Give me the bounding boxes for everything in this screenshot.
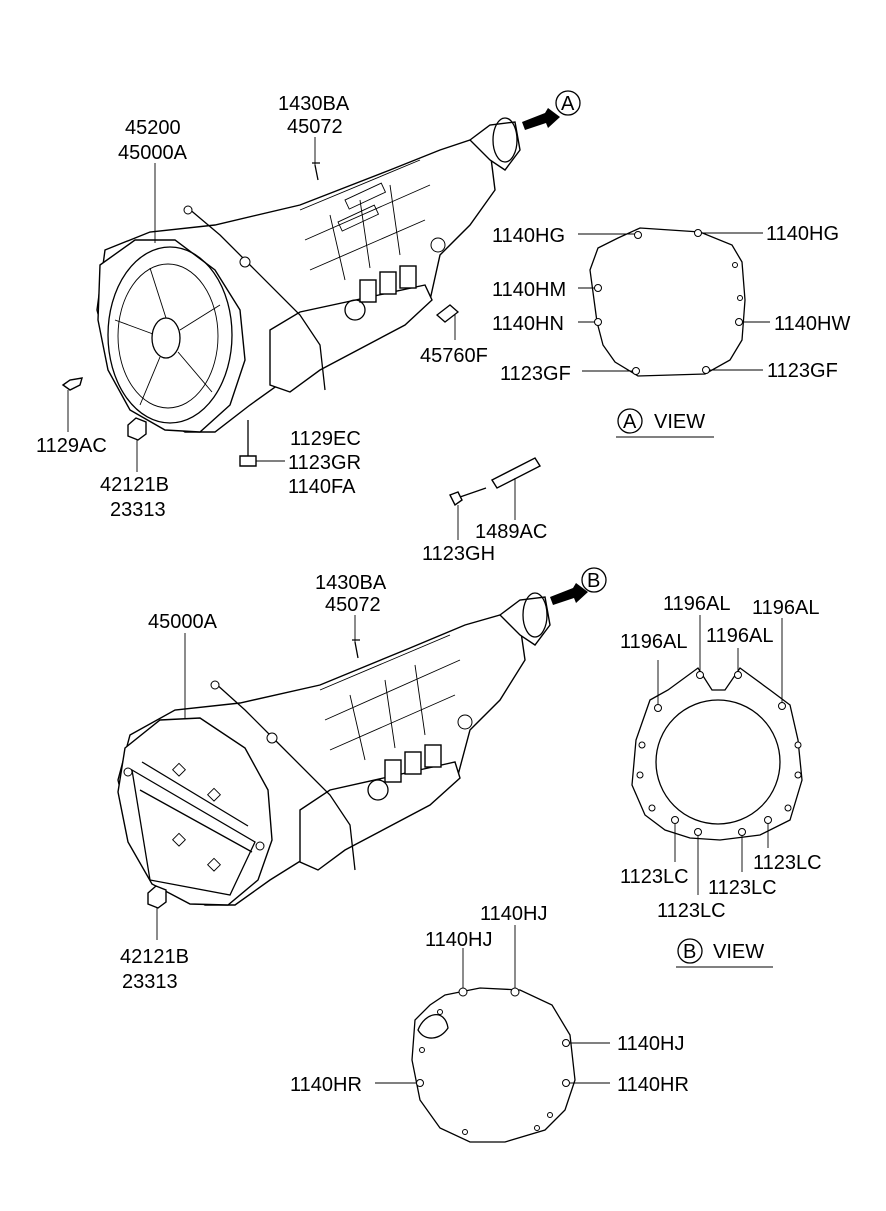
label-45000A-bottom: 45000A xyxy=(148,611,218,633)
plug-42121B-bottom xyxy=(147,885,167,940)
transmission-assembly-top xyxy=(96,117,521,433)
label-1196AL-1: 1196AL xyxy=(663,593,730,615)
view-b-plate xyxy=(631,615,803,895)
label-1129EC: 1129EC xyxy=(290,428,361,450)
view-a-arrow: A xyxy=(522,90,581,130)
label-42121B-top: 42121B xyxy=(100,474,169,496)
label-1123LC-4: 1123LC xyxy=(657,900,726,922)
pin-45072-top xyxy=(312,162,320,181)
bolt-1123GR xyxy=(239,420,285,467)
view-b-arrow: B xyxy=(550,567,607,605)
plug-42121B-top xyxy=(127,417,147,472)
view-a-caption: A VIEW xyxy=(616,408,714,438)
label-1140FA: 1140FA xyxy=(288,476,356,498)
label-45000A-top: 45000A xyxy=(118,142,188,164)
label-42121B-bottom: 42121B xyxy=(120,946,189,968)
label-1123GF-left: 1123GF xyxy=(500,363,571,385)
label-1140HN: 1140HN xyxy=(492,313,564,335)
view-b-caption: B VIEW xyxy=(676,938,773,968)
label-1140HR-right: 1140HR xyxy=(617,1074,689,1096)
label-1140HG-left: 1140HG xyxy=(492,225,565,247)
bracket-45760F xyxy=(435,304,460,323)
label-1140HM: 1140HM xyxy=(492,279,566,301)
bolt-1129AC xyxy=(61,377,83,432)
label-1123LC-2: 1123LC xyxy=(620,866,689,888)
label-1140HJ-3: 1140HJ xyxy=(617,1033,684,1055)
label-45072-bottom: 45072 xyxy=(325,594,381,616)
label-45760F: 45760F xyxy=(420,345,488,367)
bottom-plate xyxy=(375,925,610,1143)
label-1123GR: 1123GR xyxy=(288,452,361,474)
bolt-1123GH xyxy=(449,487,487,540)
label-1140HJ-2: 1140HJ xyxy=(425,929,492,951)
label-1123LC-1: 1123LC xyxy=(753,852,822,874)
view-a-marker-top: A xyxy=(561,93,575,115)
label-23313-bottom: 23313 xyxy=(122,971,178,993)
label-23313-top: 23313 xyxy=(110,499,166,521)
label-45200: 45200 xyxy=(125,117,181,139)
stud-1489AC xyxy=(491,457,541,520)
view-a-marker: A xyxy=(623,411,637,433)
label-45072-top: 45072 xyxy=(287,116,343,138)
label-1123GH: 1123GH xyxy=(422,543,495,565)
label-1140HG-right: 1140HG xyxy=(766,223,839,245)
view-a-caption-text: VIEW xyxy=(654,411,705,433)
label-1430BA-top: 1430BA xyxy=(278,93,350,115)
view-b-marker-top: B xyxy=(587,570,600,592)
label-1489AC: 1489AC xyxy=(475,521,547,543)
label-1140HJ-1: 1140HJ xyxy=(480,903,547,925)
view-b-marker: B xyxy=(683,941,696,963)
label-1196AL-4: 1196AL xyxy=(706,625,773,647)
label-1196AL-2: 1196AL xyxy=(752,597,819,619)
label-1140HW: 1140HW xyxy=(774,313,850,335)
label-1129AC: 1129AC xyxy=(36,435,107,457)
label-1123GF-right: 1123GF xyxy=(767,360,838,382)
view-b-caption-text: VIEW xyxy=(713,941,764,963)
view-a-plate xyxy=(578,227,770,377)
label-1123LC-3: 1123LC xyxy=(708,877,777,899)
transmission-assembly-bottom xyxy=(117,592,551,906)
pin-45072-bottom xyxy=(352,639,360,659)
label-1196AL-3: 1196AL xyxy=(620,631,687,653)
label-1430BA-bottom: 1430BA xyxy=(315,572,387,594)
label-1140HR-left: 1140HR xyxy=(290,1074,362,1096)
